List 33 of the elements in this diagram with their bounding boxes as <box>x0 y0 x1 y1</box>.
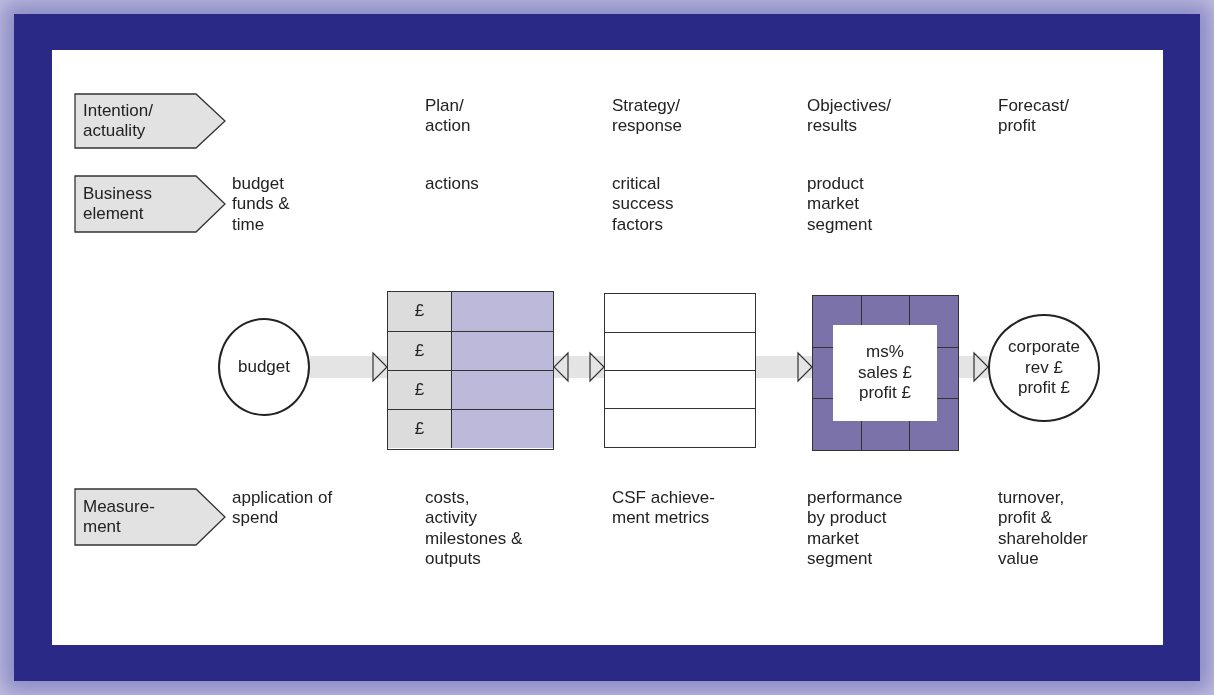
column-heading: Plan/ action <box>425 96 472 137</box>
currency-symbol: £ <box>414 340 425 362</box>
heading-text: Measure- ment <box>83 496 156 538</box>
result-circle: corporate rev £ profit £ <box>988 314 1100 422</box>
column-heading: Forecast/ profit <box>998 96 1070 137</box>
segment-grid <box>812 295 959 451</box>
heading-text: Business element <box>83 183 153 225</box>
cell-text: critical success factors <box>612 174 675 236</box>
budget-table <box>387 291 554 450</box>
currency-symbol: £ <box>414 301 425 322</box>
cell-text: costs, activity milestones & outputs <box>425 488 524 570</box>
block-arrow <box>310 352 388 382</box>
heading-text: Intention/ actuality <box>83 100 154 142</box>
currency-symbol: £ <box>414 379 425 401</box>
cell-text: application of spend <box>232 488 334 529</box>
block-arrow <box>756 352 813 382</box>
cell-text: turnover, profit & shareholder value <box>998 488 1089 570</box>
row-heading-arrow <box>74 93 226 149</box>
block-arrow <box>959 352 989 382</box>
cell-text: CSF achieve- ment metrics <box>612 488 716 529</box>
budget-circle: budget <box>218 318 310 416</box>
cell-text: actions <box>425 174 480 195</box>
row-heading-arrow <box>74 488 226 546</box>
results-panel: ms% sales £ profit £ <box>833 325 937 421</box>
cell-text: budget funds & time <box>232 174 291 236</box>
block-arrow <box>553 352 605 382</box>
currency-symbol: £ <box>414 418 425 440</box>
cell-text: performance by product market segment <box>807 488 904 570</box>
column-heading: Objectives/ results <box>807 96 893 137</box>
row-heading-arrow <box>74 175 226 233</box>
column-heading: Strategy/ response <box>612 96 683 137</box>
factor-table <box>604 293 756 448</box>
cell-text: product market segment <box>807 174 874 236</box>
